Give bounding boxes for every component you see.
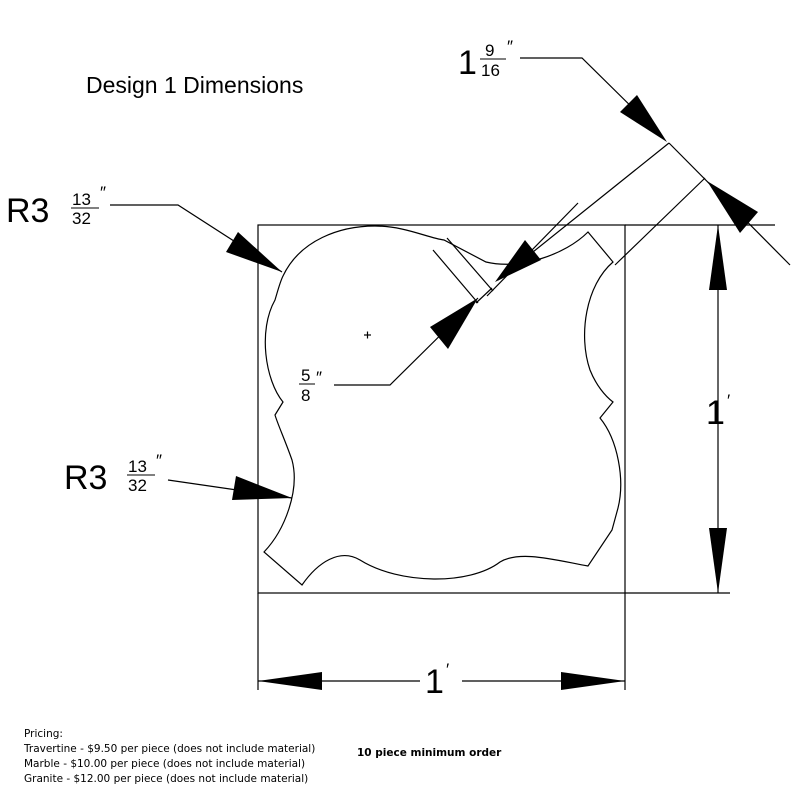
notch-width-numerator: 5 <box>301 366 310 385</box>
top-radius-prefix: R3 <box>6 192 49 230</box>
notch-edge-line <box>432 249 479 304</box>
pricing-item-travertine: Travertine - $9.50 per piece (does not i… <box>24 743 316 755</box>
height-unit: ′ <box>727 391 730 410</box>
arrowhead <box>226 232 282 272</box>
pricing-block: Pricing: Travertine - $9.50 per piece (d… <box>24 727 315 787</box>
leader-line <box>334 297 479 386</box>
top-radius-numerator: 13 <box>72 190 91 209</box>
tile-bounding-square <box>257 224 626 594</box>
arrowhead <box>620 95 667 142</box>
drawing-title: Design 1 Dimensions <box>86 72 304 98</box>
leader-line <box>520 57 651 126</box>
width-value: 1 <box>425 663 444 701</box>
arrowhead <box>709 528 727 593</box>
pricing-item-marble: Marble - $10.00 per piece (does not incl… <box>24 758 306 770</box>
side-radius-prefix: R3 <box>64 459 107 497</box>
point-width-unit: ″ <box>507 37 513 56</box>
arrowhead <box>707 181 758 233</box>
notch-width-unit: ″ <box>316 368 322 387</box>
tile-outline <box>263 225 622 586</box>
arrowhead <box>258 672 322 690</box>
pricing-item-granite: Granite - $12.00 per piece (does not inc… <box>24 773 309 785</box>
side-radius-numerator: 13 <box>128 457 147 476</box>
notch-edge-line <box>475 287 493 304</box>
height-value: 1 <box>706 394 725 432</box>
point-width-whole: 1 <box>458 44 477 82</box>
arrowhead <box>495 240 541 282</box>
side-radius-unit: ″ <box>156 451 162 470</box>
minimum-order-note: 10 piece minimum order <box>357 747 502 759</box>
arrowhead <box>561 672 625 690</box>
arrowhead <box>709 225 727 290</box>
extension-line <box>614 177 706 266</box>
width-unit: ′ <box>446 660 449 679</box>
top-radius-unit: ″ <box>100 183 106 202</box>
point-width-numerator: 9 <box>485 41 494 60</box>
notch-width-denominator: 8 <box>301 386 310 405</box>
top-radius-denominator: 32 <box>72 209 91 228</box>
notch-edge-line <box>446 237 494 292</box>
point-width-denominator: 16 <box>481 61 500 80</box>
arrowhead <box>232 476 292 500</box>
side-radius-denominator: 32 <box>128 476 147 495</box>
arrowhead <box>430 298 478 349</box>
pricing-heading: Pricing: <box>24 728 63 740</box>
